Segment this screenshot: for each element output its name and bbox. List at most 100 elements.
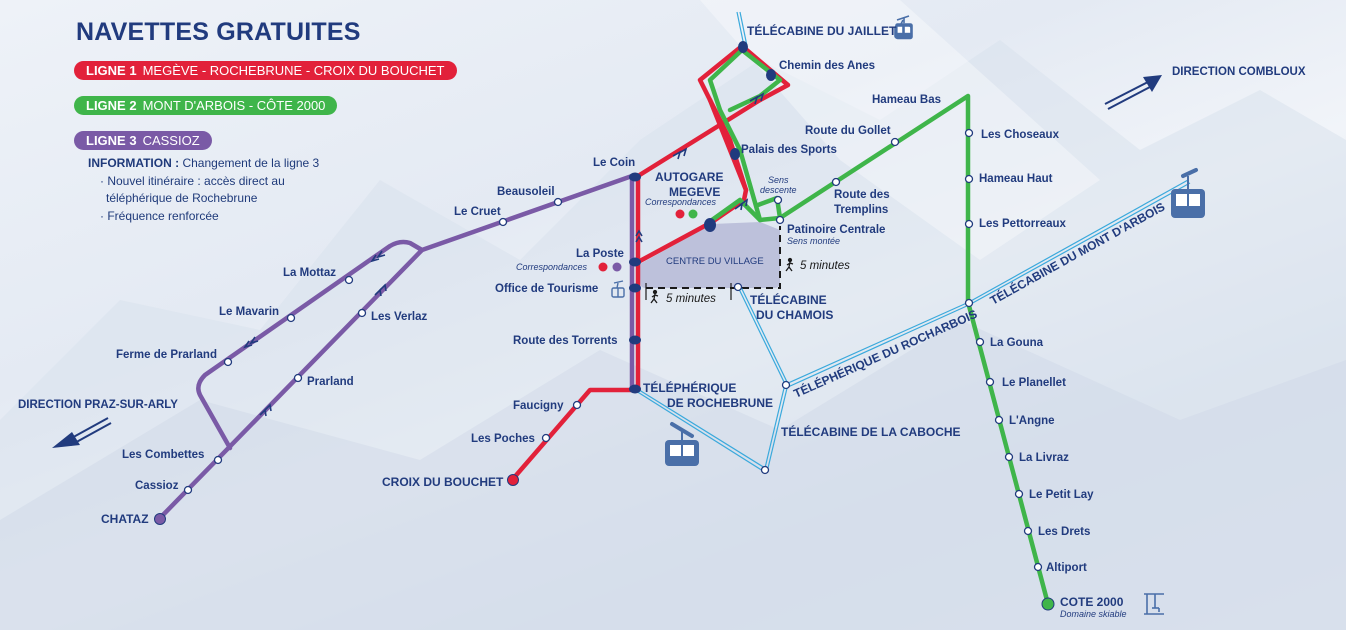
page-title: NAVETTES GRATUITES (76, 18, 361, 46)
direction-praz: DIRECTION PRAZ-SUR-ARLY (18, 399, 178, 411)
stop-ferme-prarland[interactable]: Ferme de Prarland (116, 349, 217, 361)
station-route-torrents (629, 335, 641, 345)
walk-time-2: 5 minutes (800, 260, 850, 272)
sens-montee: Sens montée (787, 236, 840, 246)
badge-l1 (675, 209, 685, 219)
gondola-icon (1171, 168, 1205, 218)
line-1-route (509, 43, 791, 483)
stop-faucigny[interactable]: Faucigny (513, 400, 564, 412)
information-bullet: · Nouvel itinéraire : accès direct au (100, 173, 285, 188)
sens-descente-2: descente (760, 185, 797, 195)
stop-croix-bouchet[interactable]: CROIX DU BOUCHET (382, 475, 504, 489)
legend-line-1[interactable]: LIGNE 1 MEGÈVE - ROCHEBRUNE - CROIX DU BO… (74, 61, 457, 80)
line-2-name: MONT D'ARBOIS - CÔTE 2000 (142, 98, 326, 113)
direction-arrows (243, 92, 765, 417)
stop-langne[interactable]: L'Angne (1009, 415, 1055, 427)
stop-route-tremplins-2[interactable]: Tremplins (834, 204, 888, 216)
line-3-label: LIGNE 3 (86, 133, 137, 148)
autogare-correspondances: Correspondances (645, 197, 717, 207)
stop-le-cruet[interactable]: Le Cruet (454, 206, 501, 218)
stop-les-combettes[interactable]: Les Combettes (122, 449, 204, 461)
lift-lines (635, 11, 1191, 472)
lift-chamois-2[interactable]: DU CHAMOIS (756, 308, 833, 322)
terminus-chataz[interactable] (154, 513, 166, 525)
stop-le-coin[interactable]: Le Coin (593, 157, 635, 169)
stop-autogare-1[interactable]: AUTOGARE (655, 170, 723, 184)
station-telepherique-rochebrune (629, 384, 641, 394)
information-box: INFORMATION : Changement de la ligne 3 ·… (88, 155, 319, 225)
station-la-poste (629, 257, 641, 267)
stop-les-poches[interactable]: Les Poches (471, 433, 535, 445)
lift-jaillet[interactable]: TÉLÉCABINE DU JAILLET (747, 23, 897, 38)
stop-route-torrents[interactable]: Route des Torrents (513, 335, 618, 347)
stop-hameau-haut[interactable]: Hameau Haut (979, 173, 1053, 185)
line-3-name: CASSIOZ (142, 133, 200, 148)
stop-altiport[interactable]: Altiport (1046, 562, 1087, 574)
line-1-name: MEGÈVE - ROCHEBRUNE - CROIX DU BOUCHET (142, 63, 445, 78)
information-text: Changement de la ligne 3 (182, 156, 320, 170)
stop-le-petit-lay[interactable]: Le Petit Lay (1029, 489, 1094, 501)
stop-prarland[interactable]: Prarland (307, 376, 354, 388)
stop-la-gouna[interactable]: La Gouna (990, 337, 1044, 349)
village-centre-area: CENTRE DU VILLAGE (640, 222, 781, 289)
arrow-praz-icon (52, 417, 112, 448)
line-2-label: LIGNE 2 (86, 98, 137, 113)
minor-stations[interactable] (183, 128, 1043, 572)
stop-le-planellet[interactable]: Le Planellet (1002, 377, 1066, 389)
information-bullet: téléphérique de Rochebrune (106, 191, 258, 205)
stop-route-tremplins-1[interactable]: Route des (834, 189, 890, 201)
legend-line-3[interactable]: LIGNE 3 CASSIOZ (74, 131, 212, 150)
stop-chemin-anes[interactable]: Chemin des Anes (779, 60, 875, 72)
walk-icon (650, 257, 794, 304)
direction-combloux: DIRECTION COMBLOUX (1172, 66, 1306, 78)
la-poste-correspondances: Correspondances (516, 262, 588, 272)
lift-caboche[interactable]: TÉLÉCABINE DE LA CABOCHE (781, 424, 961, 439)
badge-l1 (598, 262, 608, 272)
stop-la-poste[interactable]: La Poste (576, 248, 624, 260)
domaine-skiable: Domaine skiable (1060, 609, 1127, 619)
terminus-cote-2000[interactable] (1041, 597, 1055, 611)
stop-le-mavarin[interactable]: Le Mavarin (219, 306, 279, 318)
walk-time-1: 5 minutes (666, 293, 716, 305)
stop-hameau-bas[interactable]: Hameau Bas (872, 94, 941, 106)
gondola-icon (665, 422, 699, 466)
chairlift-icon (1144, 593, 1164, 615)
arrow-combloux-icon (1104, 75, 1162, 110)
information-label: INFORMATION : (88, 156, 180, 170)
stop-les-pettorreaux[interactable]: Les Pettorreaux (979, 218, 1067, 230)
stop-cote-2000[interactable]: COTE 2000 (1060, 595, 1124, 609)
legend-line-2[interactable]: LIGNE 2 MONT D'ARBOIS - CÔTE 2000 (74, 96, 338, 115)
cable-car-icon (894, 15, 912, 39)
stop-les-verlaz[interactable]: Les Verlaz (371, 311, 428, 323)
stop-office-tourisme[interactable]: Office de Tourisme (495, 283, 598, 295)
station-jaillet (738, 41, 748, 53)
major-stations[interactable] (629, 41, 776, 394)
stop-palais-sports[interactable]: Palais des Sports (741, 144, 837, 156)
lift-mont-arbois[interactable]: TÉLÉCABINE DU MONT D'ARBOIS (987, 199, 1167, 308)
stop-beausoleil[interactable]: Beausoleil (497, 186, 555, 198)
lift-chamois-1[interactable]: TÉLÉCABINE (750, 292, 827, 307)
stop-autogare-2[interactable]: MEGEVE (669, 185, 720, 199)
stop-la-livraz[interactable]: La Livraz (1019, 452, 1069, 464)
stop-cassioz[interactable]: Cassioz (135, 480, 179, 492)
terminus-croix-bouchet[interactable] (507, 474, 519, 486)
badge-l2 (688, 209, 698, 219)
badge-l3 (612, 262, 622, 272)
sens-descente-1: Sens (768, 175, 789, 185)
line-3-route (157, 173, 635, 521)
cabin-icon (894, 16, 914, 41)
stop-labels: Le Coin AUTOGARE MEGEVE Correspondances … (101, 60, 1127, 619)
information-bullet: · Fréquence renforcée (100, 208, 219, 223)
line-1-label: LIGNE 1 (86, 63, 137, 78)
stop-chataz[interactable]: CHATAZ (101, 512, 149, 526)
stop-la-mottaz[interactable]: La Mottaz (283, 267, 336, 279)
village-centre-label: CENTRE DU VILLAGE (666, 256, 764, 267)
lift-rochebrune-2[interactable]: DE ROCHEBRUNE (667, 396, 773, 410)
stop-route-gollet[interactable]: Route du Gollet (805, 125, 891, 137)
stop-les-choseaux[interactable]: Les Choseaux (981, 129, 1060, 141)
stop-patinoire[interactable]: Patinoire Centrale (787, 224, 885, 236)
stop-les-drets[interactable]: Les Drets (1038, 526, 1090, 538)
lift-rochebrune-1[interactable]: TÉLÉPHÉRIQUE (643, 380, 736, 395)
